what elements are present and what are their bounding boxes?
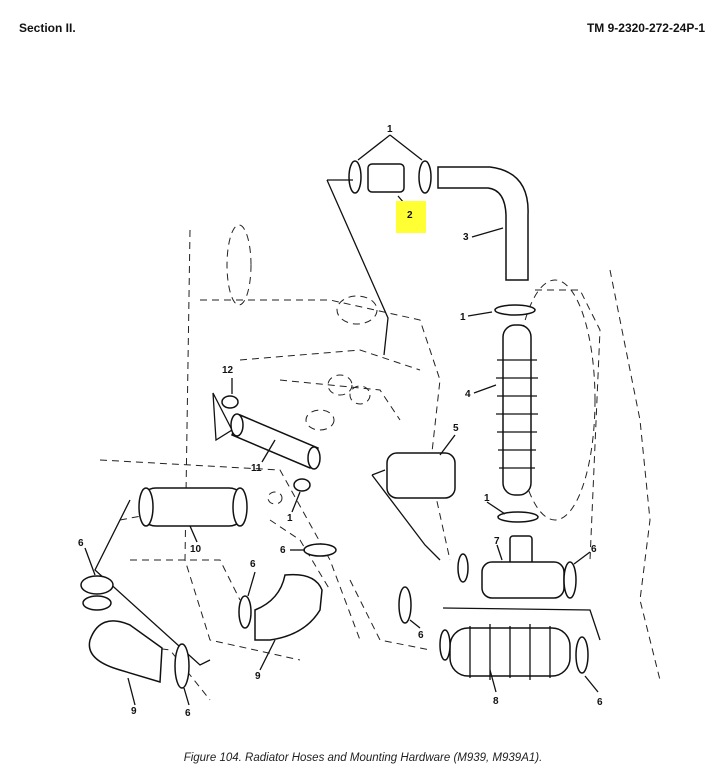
bellows-hose-4 [494, 304, 539, 523]
callout-6-bellows: 6 [597, 697, 603, 708]
callout-1-hose4-bottom: 1 [484, 493, 490, 504]
callout-3: 3 [463, 232, 469, 243]
clamp-6-g [303, 543, 337, 557]
callout-10: 10 [190, 544, 202, 555]
elbow-hose-9-center [254, 573, 323, 641]
elbow-hose-9-left [88, 620, 163, 683]
clamp-6-b [563, 561, 577, 599]
callout-6-bottom: 6 [185, 708, 191, 719]
callout-2-highlight [396, 201, 426, 233]
clamp-1-left [348, 160, 362, 194]
engine-outline [89, 224, 661, 701]
clamp-6-d [80, 575, 114, 595]
elbow-hose-3 [437, 166, 529, 281]
hose-2 [367, 163, 405, 193]
hose-5 [386, 452, 456, 499]
callout-6-left: 6 [78, 538, 84, 549]
callout-6-elbow: 6 [250, 559, 256, 570]
section-label: Section II. [19, 21, 76, 35]
bellows-hose-8 [449, 624, 571, 680]
upper-hose-assembly [348, 160, 529, 281]
tm-number: TM 9-2320-272-24P-1 [586, 21, 705, 35]
callout-12: 12 [222, 365, 234, 376]
clamp-6-c [575, 636, 589, 674]
callout-1-hose4-top: 1 [460, 312, 466, 323]
clamp-1-bottom [497, 511, 539, 523]
callout-9-center: 9 [255, 671, 261, 682]
callout-5: 5 [453, 423, 459, 434]
clamp-6-a [457, 553, 469, 583]
callout-4: 4 [465, 389, 471, 400]
leader-lines [84, 134, 599, 706]
clamp-1-right [418, 160, 432, 194]
clamp-1-lower [293, 478, 311, 492]
callout-9-left: 9 [131, 706, 137, 717]
callout-2: 2 [407, 210, 413, 221]
callout-7: 7 [494, 536, 500, 547]
figure-caption: Figure 104. Radiator Hoses and Mounting … [183, 752, 543, 764]
callout-6-tee-left: 6 [418, 630, 424, 641]
clamp-6-f [238, 595, 252, 629]
clamp-6-e [174, 643, 190, 689]
callout-1-hose11: 1 [287, 513, 293, 524]
callout-11: 11 [251, 463, 262, 474]
clamp-1-top [494, 304, 536, 316]
clamp-12 [221, 395, 239, 409]
clamp-bellows-left [439, 629, 451, 661]
callout-6-center: 6 [280, 545, 286, 556]
callout-6-tee-right: 6 [591, 544, 597, 555]
hose-10 [138, 487, 248, 527]
callout-1-top: 1 [387, 124, 393, 135]
callout-8: 8 [493, 696, 499, 707]
clamp-6-h [398, 586, 412, 624]
hose-11 [230, 413, 321, 470]
